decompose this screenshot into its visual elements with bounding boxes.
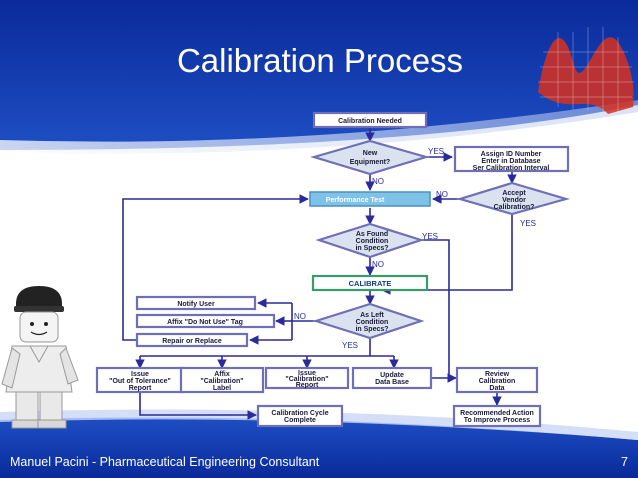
no-label-as-found: NO: [372, 260, 384, 269]
svg-text:Recommended Action: Recommended Action: [460, 410, 534, 417]
svg-text:Affix: Affix: [214, 371, 230, 378]
node-calibration-needed: Calibration Needed: [312, 111, 428, 129]
node-affix-calibration-label: Affix "Calibration" Label: [179, 366, 265, 394]
svg-text:Assign ID Number: Assign ID Number: [481, 151, 542, 158]
svg-text:"Out of Tolerance": "Out of Tolerance": [109, 378, 171, 385]
svg-text:Report: Report: [129, 385, 152, 392]
no-label-accept-vendor: NO: [436, 190, 448, 199]
node-review-calibration-data: Review Calibration Data: [455, 366, 539, 394]
svg-text:Repair or Replace: Repair or Replace: [162, 338, 222, 345]
svg-text:New: New: [363, 150, 378, 157]
node-affix-do-not-use: Affix "Do Not Use" Tag: [135, 313, 276, 329]
node-issue-out-of-tolerance: Issue "Out of Tolerance" Report: [95, 366, 185, 394]
svg-text:Enter in Database: Enter in Database: [481, 158, 540, 165]
page-number: 7: [621, 455, 628, 469]
node-calibration-cycle-complete: Calibration Cycle Complete: [256, 404, 344, 428]
svg-text:"Calibration": "Calibration": [285, 376, 328, 383]
svg-text:Calibration: Calibration: [479, 378, 516, 385]
svg-text:Ser Calibration Interval: Ser Calibration Interval: [473, 165, 550, 172]
svg-text:Vendor: Vendor: [502, 197, 526, 204]
svg-text:Calibration Cycle: Calibration Cycle: [271, 410, 328, 417]
svg-text:Data: Data: [489, 385, 504, 392]
slide-title: Calibration Process: [176, 42, 464, 79]
svg-text:To Improve Process: To Improve Process: [464, 417, 531, 424]
svg-text:Update: Update: [380, 372, 404, 379]
no-label-as-left: NO: [294, 312, 306, 321]
yes-label-as-left: YES: [342, 341, 358, 350]
svg-text:As Found: As Found: [356, 231, 388, 238]
node-assign-id: Assign ID Number Enter in Database Ser C…: [453, 145, 570, 173]
footer-author: Manuel Pacini - Pharmaceutical Engineeri…: [10, 455, 320, 469]
node-notify-user: Notify User: [135, 295, 257, 311]
svg-text:"Calibration": "Calibration": [200, 378, 243, 385]
svg-text:in Specs?: in Specs?: [355, 326, 388, 333]
svg-text:Label: Label: [213, 385, 231, 392]
svg-text:Affix "Do Not Use" Tag: Affix "Do Not Use" Tag: [167, 319, 243, 326]
node-calibrate: CALIBRATE: [311, 274, 429, 292]
svg-text:Performance Test: Performance Test: [326, 197, 385, 204]
node-accept-vendor-decision: Accept Vendor Calibration?: [456, 181, 570, 216]
node-issue-calibration-report: Issue "Calibration" Report: [264, 366, 350, 390]
svg-text:Issue: Issue: [298, 370, 316, 377]
svg-text:Calibration?: Calibration?: [494, 204, 535, 211]
svg-text:Review: Review: [485, 371, 510, 378]
node-update-database: Update Data Base: [351, 366, 433, 390]
no-label-new-equipment: NO: [372, 177, 384, 186]
svg-text:Notify User: Notify User: [177, 301, 215, 308]
svg-text:As Left: As Left: [360, 312, 384, 319]
svg-text:Condition: Condition: [356, 319, 389, 326]
node-repair-or-replace: Repair or Replace: [135, 332, 249, 348]
yes-label-as-found: YES: [422, 232, 438, 241]
svg-text:Issue: Issue: [131, 371, 149, 378]
node-new-equipment-decision: New Equipment?: [310, 139, 430, 176]
svg-text:Condition: Condition: [356, 238, 389, 245]
svg-text:Equipment?: Equipment?: [350, 159, 390, 166]
svg-text:Report: Report: [296, 382, 319, 389]
svg-text:in Specs?: in Specs?: [355, 245, 388, 252]
node-performance-test: Performance Test: [309, 191, 431, 207]
node-recommended-action: Recommended Action To Improve Process: [452, 404, 542, 428]
yes-label-new-equipment: YES: [428, 147, 444, 156]
node-as-found-decision: As Found Condition in Specs?: [315, 222, 425, 259]
svg-text:Accept: Accept: [502, 190, 526, 197]
node-as-left-decision: As Left Condition in Specs?: [312, 302, 425, 340]
yes-label-accept-vendor: YES: [520, 219, 536, 228]
svg-text:Complete: Complete: [284, 417, 316, 424]
svg-text:Data Base: Data Base: [375, 379, 409, 386]
svg-text:CALIBRATE: CALIBRATE: [349, 279, 392, 288]
branch-labels: YES NO NO YES YES NO NO YES: [294, 147, 536, 350]
svg-text:Calibration Needed: Calibration Needed: [338, 118, 402, 125]
connector-lines: [122, 127, 517, 420]
